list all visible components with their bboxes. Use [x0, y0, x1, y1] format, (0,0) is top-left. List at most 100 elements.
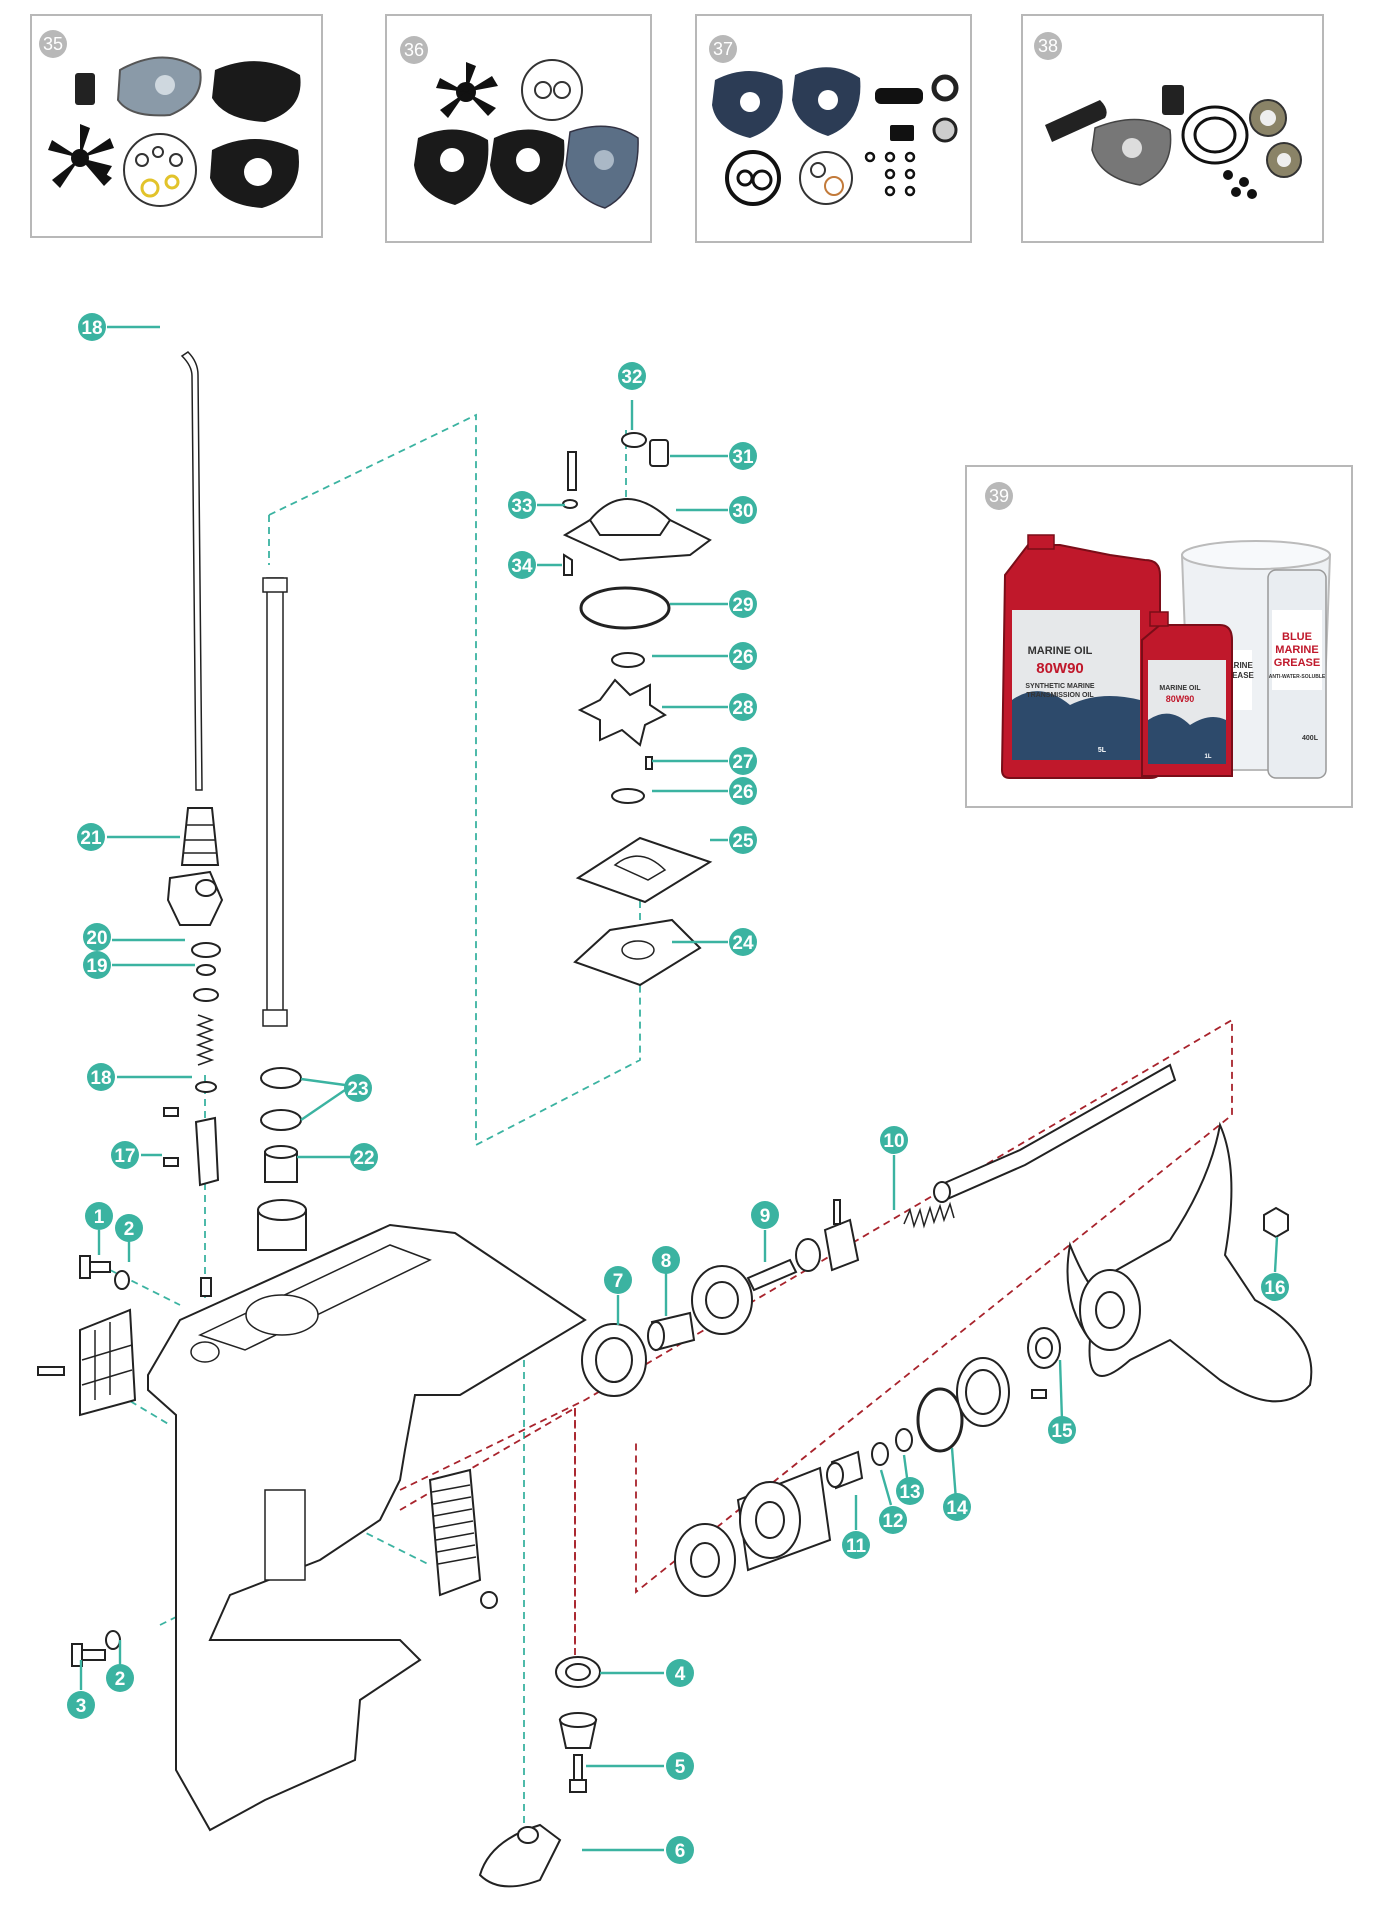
callout-23[interactable]: 23 [344, 1074, 372, 1102]
callout-29-label: 29 [732, 595, 753, 616]
callout-3-label: 3 [76, 1696, 87, 1717]
kit-38-box[interactable]: 38 [1021, 14, 1324, 243]
callout-32-label: 32 [621, 367, 642, 388]
callout-14[interactable]: 14 [943, 1493, 971, 1521]
shift-spring [195, 1014, 215, 1066]
bearing-carrier [736, 1466, 832, 1572]
big-jug-label-1: MARINE OIL [1028, 645, 1093, 657]
callout-18-lower[interactable]: 18 [87, 1063, 115, 1091]
driveshaft-bearings [257, 1067, 307, 1251]
callout-16-label: 16 [1264, 1278, 1285, 1299]
callout-2-lower[interactable]: 2 [106, 1664, 134, 1692]
callout-18-lower-label: 18 [90, 1068, 111, 1089]
callout-28-label: 28 [732, 698, 753, 719]
bolt-1 [79, 1255, 130, 1290]
callout-11[interactable]: 11 [842, 1531, 870, 1559]
callout-8[interactable]: 8 [652, 1246, 680, 1274]
bushing-11 [826, 1450, 864, 1490]
callout-14-label: 14 [946, 1498, 968, 1519]
kit-35-box[interactable]: 35 [30, 14, 323, 238]
callout-30-label: 30 [732, 501, 753, 522]
callout-5[interactable]: 5 [666, 1752, 694, 1780]
kit-36-number: 36 [404, 40, 424, 60]
callout-7[interactable]: 7 [604, 1266, 632, 1294]
callout-33[interactable]: 33 [508, 491, 536, 519]
shift-rod-parts-lower [163, 1081, 220, 1297]
callout-21[interactable]: 21 [77, 823, 105, 851]
forward-gear [691, 1265, 753, 1335]
callout-12-label: 12 [882, 1511, 903, 1532]
callout-leaders [79, 325, 1279, 1852]
tube-size: 400L [1302, 735, 1319, 742]
callout-28[interactable]: 28 [729, 693, 757, 721]
impeller-parts [577, 586, 671, 804]
callout-15[interactable]: 15 [1048, 1416, 1076, 1444]
callout-13[interactable]: 13 [896, 1477, 924, 1505]
forward-bearing [581, 1323, 647, 1397]
bolt-3 [71, 1630, 121, 1667]
bucket-label-1: MARINE [1221, 661, 1253, 670]
kit-36-box[interactable]: 36 [385, 14, 652, 243]
callout-1[interactable]: 1 [85, 1202, 113, 1230]
spring-10 [903, 1201, 955, 1229]
callout-30[interactable]: 30 [729, 496, 757, 524]
callout-6[interactable]: 6 [666, 1836, 694, 1864]
shift-rod [180, 351, 203, 791]
washers-12-13 [871, 1428, 913, 1466]
callout-26-lower[interactable]: 26 [729, 777, 757, 805]
callout-23-label: 23 [347, 1079, 368, 1100]
callout-2-upper[interactable]: 2 [115, 1214, 143, 1242]
bushing-8 [647, 1311, 696, 1352]
tube-label-4: ANTI-WATER-SOLUBLE [1269, 674, 1326, 680]
callout-29[interactable]: 29 [729, 590, 757, 618]
callout-22[interactable]: 22 [350, 1143, 378, 1171]
gearcase-housing [147, 1223, 587, 1832]
propeller-shaft [933, 1063, 1177, 1203]
callout-11-label: 11 [846, 1536, 867, 1557]
kit-37-number: 37 [713, 39, 733, 59]
callout-9-label: 9 [760, 1206, 771, 1227]
callout-26-upper[interactable]: 26 [729, 642, 757, 670]
callout-19-label: 19 [86, 956, 107, 977]
callout-4[interactable]: 4 [666, 1659, 694, 1687]
callout-10-label: 10 [883, 1131, 904, 1152]
callout-20[interactable]: 20 [83, 923, 111, 951]
callout-34[interactable]: 34 [508, 551, 536, 579]
kit-39-number: 39 [989, 486, 1009, 506]
callout-31[interactable]: 31 [729, 442, 757, 470]
callout-27[interactable]: 27 [729, 747, 757, 775]
callout-7-label: 7 [613, 1271, 624, 1292]
callout-5-label: 5 [675, 1757, 686, 1778]
seal-kit-image [1045, 85, 1302, 199]
kit-35-number: 35 [43, 34, 63, 54]
callout-3[interactable]: 3 [67, 1691, 95, 1719]
callout-13-label: 13 [899, 1482, 920, 1503]
anode [478, 1823, 562, 1888]
clutch-dog [795, 1199, 860, 1272]
callout-18-top[interactable]: 18 [78, 313, 106, 341]
callout-10[interactable]: 10 [880, 1126, 908, 1154]
callout-15-label: 15 [1051, 1421, 1073, 1442]
callout-16[interactable]: 16 [1261, 1273, 1289, 1301]
side-plate [37, 1308, 137, 1417]
pinion-gear [558, 1712, 598, 1749]
tube-label-2: MARINE [1275, 644, 1318, 656]
o-ring-14 [916, 1387, 964, 1453]
water-pump-housing [562, 432, 712, 576]
prop-nut [1263, 1206, 1289, 1239]
callout-26-upper-label: 26 [732, 647, 753, 668]
callout-2-lower-label: 2 [115, 1669, 126, 1690]
callout-19[interactable]: 19 [83, 951, 111, 979]
driveshaft [262, 577, 288, 1027]
callout-24[interactable]: 24 [729, 928, 757, 956]
callout-25[interactable]: 25 [729, 826, 757, 854]
callout-12[interactable]: 12 [879, 1506, 907, 1534]
callout-20-label: 20 [86, 928, 107, 949]
callout-6-label: 6 [675, 1841, 686, 1862]
callout-9[interactable]: 9 [751, 1201, 779, 1229]
callout-32[interactable]: 32 [618, 362, 646, 390]
kit-37-box[interactable]: 37 [695, 14, 972, 243]
callout-17[interactable]: 17 [111, 1141, 139, 1169]
kit-39-box[interactable]: 39 MARINE GREASE BLUE MARINE GREASE ANTI… [965, 465, 1353, 808]
